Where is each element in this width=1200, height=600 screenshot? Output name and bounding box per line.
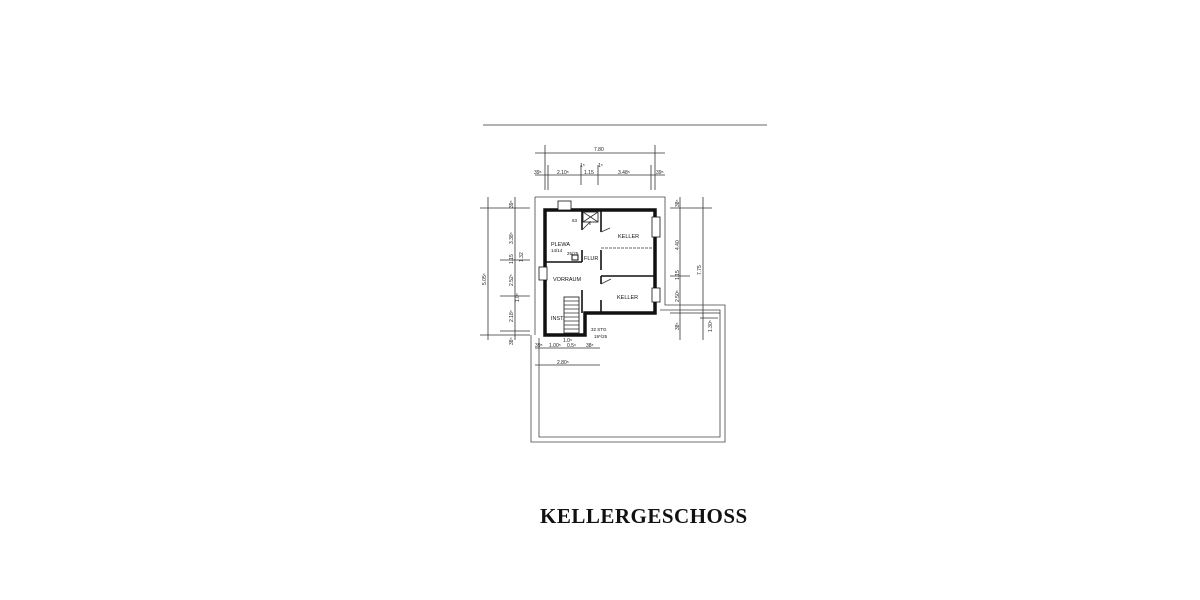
room-vorraum: VORRAUM (553, 277, 582, 283)
room-flur: FLUR (584, 256, 598, 262)
dim-left: 1.32 (519, 252, 525, 262)
dim-left: 3.38⁵ (509, 232, 515, 244)
dim-top: 39⁵ (534, 170, 542, 176)
chimney-size: 63 (572, 218, 578, 223)
dim-top-total: 7.80 (594, 147, 604, 153)
stairs-count: 32 STG (591, 327, 607, 332)
left-dimensions: 5.05⁵ 39⁵ 3.38⁵ 1.15 1.32 2.52⁵ 1.0⁵ 2.1… (480, 197, 530, 345)
dim-right: 2.50⁵ (675, 290, 681, 302)
chimney-shaft (582, 211, 599, 223)
dim-top: 1⁵ (598, 163, 603, 169)
dim-bottom-total: 2.80⁵ (557, 360, 569, 366)
dim-top: 1⁵ (580, 163, 585, 169)
dim-left: 38⁵ (509, 337, 515, 345)
right-dimensions: 38⁵ 4.40 1.15 7.75 2.50⁵ 38⁵ 1.30⁵ (670, 197, 720, 340)
room-plewa-size: 14/14 (551, 248, 563, 253)
interior-walls (545, 210, 655, 313)
dim-bottom: 1.00⁵ (549, 343, 561, 349)
dim-right: 38⁵ (675, 322, 681, 330)
dim-bottom: 0.5⁵ (567, 343, 576, 349)
dim-left: 2.52⁵ (509, 274, 515, 286)
stairs-ratio: 19⁵/25 (594, 334, 608, 339)
dim-top: 39⁵ (656, 170, 664, 176)
window (557, 200, 572, 211)
room-inst: INST. (551, 316, 565, 322)
dim-top: 2.10⁵ (557, 170, 569, 176)
staircase (563, 296, 580, 334)
terrace-outline (530, 196, 726, 443)
dim-left: 2.18⁵ (509, 310, 515, 322)
dim-bottom: 1.0⁵ (563, 338, 572, 344)
room-keller-top: KELLER (618, 234, 639, 240)
exterior-walls (543, 208, 657, 337)
dim-top: 1.15 (584, 170, 594, 176)
window (538, 266, 548, 281)
window (651, 287, 661, 303)
dim-left: 1.0⁵ (515, 293, 521, 302)
dim-left: 1.15 (509, 254, 515, 264)
window (651, 216, 661, 238)
dim-bottom: 38⁵ (586, 343, 594, 349)
dim-left: 39⁵ (509, 200, 515, 208)
bottom-dimensions: 39⁵ 1.00⁵ 1.0⁵ 0.5⁵ 38⁵ 2.80⁵ (535, 338, 600, 366)
dim-right: 1.30⁵ (708, 320, 714, 332)
dim-right-total: 7.75 (697, 265, 703, 275)
page-title: KELLERGESCHOSS (540, 504, 748, 528)
shaft (571, 254, 579, 261)
room-plewa: PLEWA (551, 242, 570, 248)
top-dimensions: 7.80 39⁵ 2.10⁵ 1⁵ 1.15 1⁵ 3.48⁵ 39⁵ (534, 145, 665, 190)
dim-left-total: 5.05⁵ (482, 273, 488, 285)
dim-top: 3.48⁵ (618, 170, 630, 176)
room-keller-bottom: KELLER (617, 295, 638, 301)
dim-right: 38⁵ (675, 199, 681, 207)
shaft-size: 25/25 (567, 251, 579, 256)
dim-right: 4.40 (675, 240, 681, 250)
dim-right: 1.15 (675, 270, 681, 280)
